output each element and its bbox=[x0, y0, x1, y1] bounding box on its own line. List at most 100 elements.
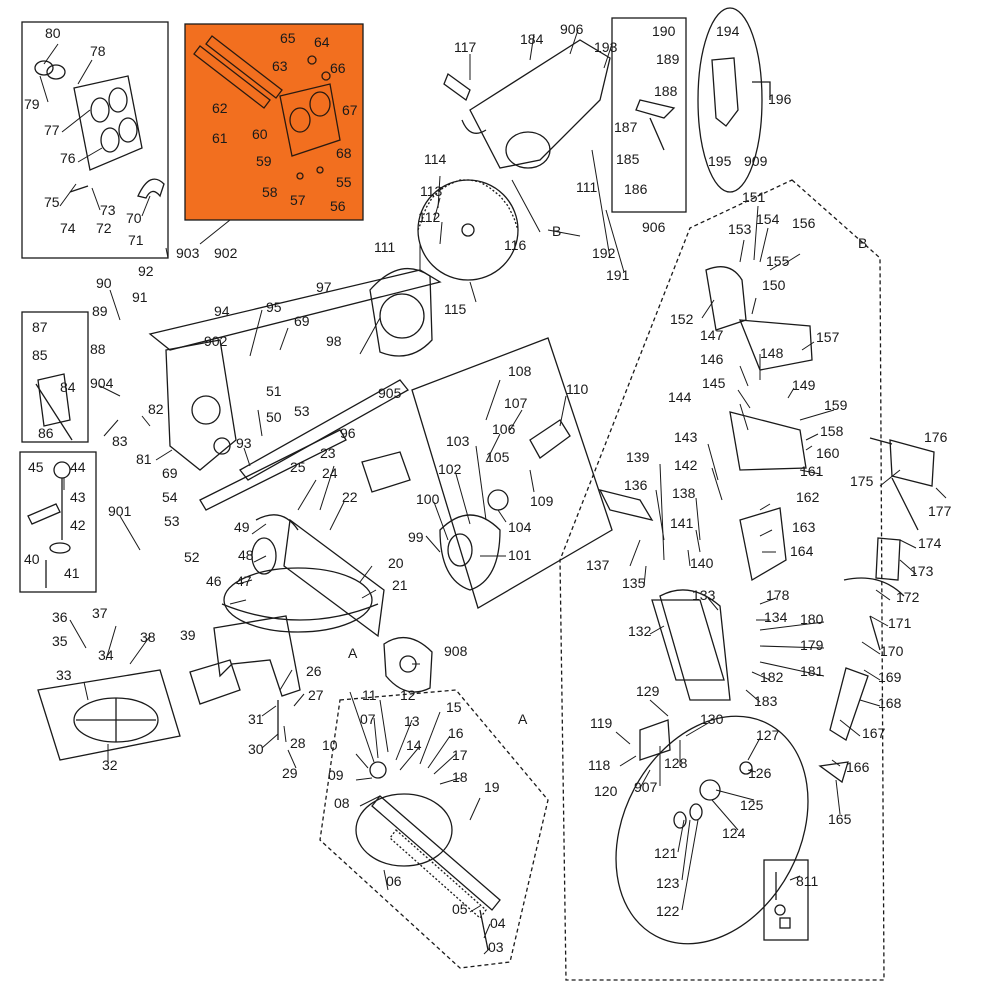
callout-83[interactable]: 83 bbox=[112, 433, 128, 449]
callout-51[interactable]: 51 bbox=[266, 383, 282, 399]
callout-908[interactable]: 908 bbox=[444, 643, 468, 659]
callout-109[interactable]: 109 bbox=[530, 493, 554, 509]
callout-32[interactable]: 32 bbox=[102, 757, 118, 773]
callout-04[interactable]: 04 bbox=[490, 915, 506, 931]
callout-152[interactable]: 152 bbox=[670, 311, 694, 327]
callout-145[interactable]: 145 bbox=[702, 375, 726, 391]
callout-907[interactable]: 907 bbox=[634, 779, 658, 795]
callout-11[interactable]: 11 bbox=[362, 687, 377, 703]
callout-174[interactable]: 174 bbox=[918, 535, 942, 551]
callout-87[interactable]: 87 bbox=[32, 319, 48, 335]
callout-122[interactable]: 122 bbox=[656, 903, 680, 919]
callout-99[interactable]: 99 bbox=[408, 529, 424, 545]
callout-177[interactable]: 177 bbox=[928, 503, 952, 519]
callout-63[interactable]: 63 bbox=[272, 58, 288, 74]
callout-126[interactable]: 126 bbox=[748, 765, 772, 781]
callout-18[interactable]: 18 bbox=[452, 769, 468, 785]
callout-133[interactable]: 133 bbox=[692, 587, 716, 603]
callout-76[interactable]: 76 bbox=[60, 150, 76, 166]
callout-111[interactable]: 111 bbox=[374, 239, 396, 255]
callout-129[interactable]: 129 bbox=[636, 683, 660, 699]
callout-67[interactable]: 67 bbox=[342, 102, 358, 118]
callout-184[interactable]: 184 bbox=[520, 31, 544, 47]
callout-66[interactable]: 66 bbox=[330, 60, 346, 76]
callout-196[interactable]: 196 bbox=[768, 91, 792, 107]
callout-811[interactable]: 811 bbox=[796, 873, 819, 889]
callout-56[interactable]: 56 bbox=[330, 198, 346, 214]
callout-116[interactable]: 116 bbox=[504, 237, 527, 253]
callout-A-arrow[interactable]: A bbox=[348, 645, 358, 661]
callout-09[interactable]: 09 bbox=[328, 767, 344, 783]
callout-181[interactable]: 181 bbox=[800, 663, 824, 679]
callout-62[interactable]: 62 bbox=[212, 100, 228, 116]
callout-34[interactable]: 34 bbox=[98, 647, 114, 663]
callout-154[interactable]: 154 bbox=[756, 211, 780, 227]
callout-B-arrow[interactable]: B bbox=[552, 223, 562, 239]
callout-44[interactable]: 44 bbox=[70, 459, 86, 475]
callout-195[interactable]: 195 bbox=[708, 153, 732, 169]
callout-70[interactable]: 70 bbox=[126, 210, 142, 226]
callout-176[interactable]: 176 bbox=[924, 429, 948, 445]
callout-163[interactable]: 163 bbox=[792, 519, 816, 535]
callout-28[interactable]: 28 bbox=[290, 735, 306, 751]
callout-53-lower[interactable]: 53 bbox=[164, 513, 180, 529]
callout-106[interactable]: 106 bbox=[492, 421, 516, 437]
callout-180[interactable]: 180 bbox=[800, 611, 824, 627]
callout-130[interactable]: 130 bbox=[700, 711, 724, 727]
callout-96[interactable]: 96 bbox=[340, 425, 356, 441]
callout-146[interactable]: 146 bbox=[700, 351, 724, 367]
callout-187[interactable]: 187 bbox=[614, 119, 638, 135]
callout-37[interactable]: 37 bbox=[92, 605, 108, 621]
callout-10[interactable]: 10 bbox=[322, 737, 338, 753]
callout-194[interactable]: 194 bbox=[716, 23, 740, 39]
callout-902-mid[interactable]: 902 bbox=[204, 333, 228, 349]
callout-30[interactable]: 30 bbox=[248, 741, 264, 757]
callout-158[interactable]: 158 bbox=[820, 423, 844, 439]
callout-31[interactable]: 31 bbox=[248, 711, 264, 727]
callout-42[interactable]: 42 bbox=[70, 517, 86, 533]
callout-59[interactable]: 59 bbox=[256, 153, 272, 169]
callout-108[interactable]: 108 bbox=[508, 363, 532, 379]
callout-117[interactable]: 117 bbox=[454, 39, 477, 55]
callout-169[interactable]: 169 bbox=[878, 669, 902, 685]
callout-103[interactable]: 103 bbox=[446, 433, 470, 449]
callout-161[interactable]: 161 bbox=[800, 463, 824, 479]
callout-49[interactable]: 49 bbox=[234, 519, 250, 535]
callout-148[interactable]: 148 bbox=[760, 345, 784, 361]
callout-05[interactable]: 05 bbox=[452, 901, 468, 917]
callout-142[interactable]: 142 bbox=[674, 457, 698, 473]
callout-17[interactable]: 17 bbox=[452, 747, 468, 763]
callout-08[interactable]: 08 bbox=[334, 795, 350, 811]
callout-73[interactable]: 73 bbox=[100, 202, 116, 218]
callout-24[interactable]: 24 bbox=[322, 465, 338, 481]
callout-144[interactable]: 144 bbox=[668, 389, 692, 405]
callout-173[interactable]: 173 bbox=[910, 563, 934, 579]
callout-50[interactable]: 50 bbox=[266, 409, 282, 425]
callout-78[interactable]: 78 bbox=[90, 43, 106, 59]
callout-902-top[interactable]: 902 bbox=[214, 245, 238, 261]
callout-191[interactable]: 191 bbox=[606, 267, 630, 283]
callout-55[interactable]: 55 bbox=[336, 174, 352, 190]
callout-906-bottom[interactable]: 906 bbox=[642, 219, 666, 235]
callout-58[interactable]: 58 bbox=[262, 184, 278, 200]
callout-189[interactable]: 189 bbox=[656, 51, 680, 67]
callout-178[interactable]: 178 bbox=[766, 587, 790, 603]
callout-121[interactable]: 121 bbox=[654, 845, 678, 861]
callout-90[interactable]: 90 bbox=[96, 275, 112, 291]
callout-41[interactable]: 41 bbox=[64, 565, 80, 581]
callout-48[interactable]: 48 bbox=[238, 547, 254, 563]
callout-904[interactable]: 904 bbox=[90, 375, 114, 391]
callout-143[interactable]: 143 bbox=[674, 429, 698, 445]
callout-89[interactable]: 89 bbox=[92, 303, 108, 319]
callout-149[interactable]: 149 bbox=[792, 377, 816, 393]
callout-124[interactable]: 124 bbox=[722, 825, 746, 841]
callout-75[interactable]: 75 bbox=[44, 194, 60, 210]
callout-172[interactable]: 172 bbox=[896, 589, 920, 605]
callout-113[interactable]: 113 bbox=[420, 183, 443, 199]
callout-68[interactable]: 68 bbox=[336, 145, 352, 161]
callout-140[interactable]: 140 bbox=[690, 555, 714, 571]
callout-22[interactable]: 22 bbox=[342, 489, 358, 505]
callout-101[interactable]: 101 bbox=[508, 547, 532, 563]
callout-20[interactable]: 20 bbox=[388, 555, 404, 571]
callout-19[interactable]: 19 bbox=[484, 779, 500, 795]
